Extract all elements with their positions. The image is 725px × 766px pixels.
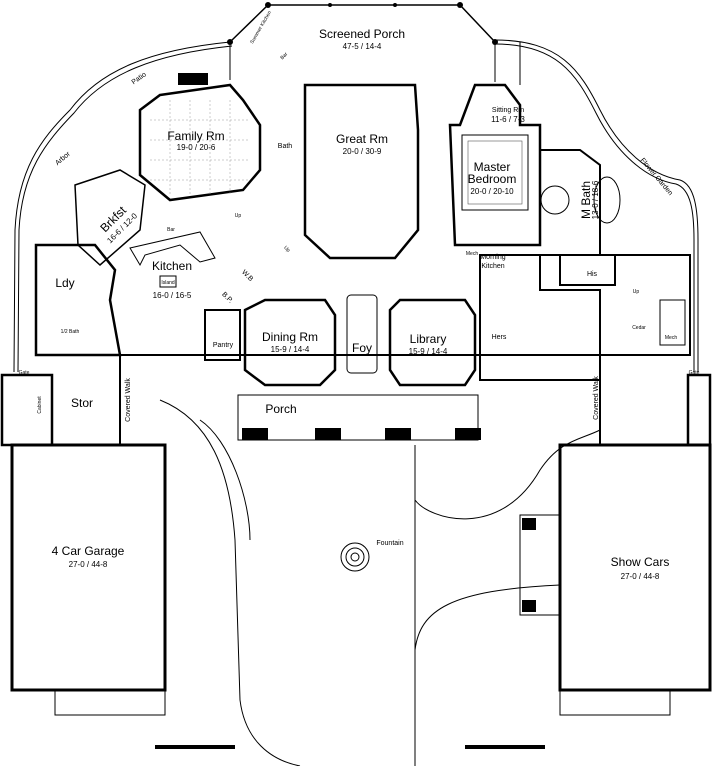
pantry-label: Pantry [213,342,234,349]
porch-bar-label: Bar [279,51,289,61]
island-label: Island [161,280,175,286]
morning-kitchen-label-2: Kitchen [481,263,504,270]
show-cars-label: Show Cars [611,555,670,569]
sitting-rm-dims: 11-6 / 7-3 [491,115,525,124]
porch-label: Porch [265,402,296,416]
morning-kitchen-label-1: Morning [480,254,505,261]
hers-label: Hers [492,334,507,341]
stor-label: Stor [71,396,93,410]
half-bath-label: 1/2 Bath [61,329,80,335]
family-rm-label: Family Rm [167,129,224,143]
show-cars-dims: 27-0 / 44-8 [621,572,660,581]
sitting-rm-label: Sitting Rm [492,107,524,114]
bath-label: Bath [278,143,293,150]
cabinet-label: Cabinet [37,396,43,414]
screened-porch-label: Screened Porch [319,27,405,41]
fountain-label: Fountain [376,540,403,547]
garage-dims: 27-0 / 44-8 [69,560,108,569]
gate-right-label: Gate [689,370,700,376]
cedar-label: Cedar [632,325,646,331]
mech-label: Mech [466,251,478,257]
house-walls [0,73,712,447]
summer-kitchen-label: Summer Kitchen [249,10,273,45]
ldy-label: Ldy [55,276,74,290]
covered-walk-left-label: Covered Walk [125,378,132,422]
foy-label: Foy [352,341,372,355]
library-label: Library [410,332,447,346]
m-bath-dims: 13-0 / 18-6 [591,180,600,219]
master-bedroom-label-1: Master [474,160,511,174]
kitchen-dims: 16-0 / 16-5 [153,291,192,300]
dining-rm-dims: 15-9 / 14-4 [271,345,310,354]
stair-up-label: Up [235,213,242,219]
screened-porch-dims: 47-5 / 14-4 [343,42,382,51]
great-rm-dims: 20-0 / 30-9 [343,147,382,156]
patio-label: Patio [131,71,148,86]
library-dims: 15-9 / 14-4 [409,347,448,356]
master-bedroom-dims: 20-0 / 20-10 [470,187,514,196]
m-bath-label: M Bath [579,181,593,219]
covered-walk-right-label: Covered Walk [593,376,600,420]
dining-rm-label: Dining Rm [262,330,318,344]
bp-label: B.P. [220,291,234,305]
gate-left-label: Gate [19,370,30,376]
site-outline [13,39,699,766]
stair-up-label: Up [633,289,640,295]
wb-label: W.B [240,269,254,283]
master-bedroom-label-2: Bedroom [468,172,517,186]
garage-walls [10,443,712,749]
fountain [340,542,370,572]
kitchen-label: Kitchen [152,259,192,273]
mech2-label: Mech [665,335,677,341]
arbor-label: Arbor [54,150,72,167]
kitchen-bar-label: Bar [167,227,175,233]
porch-columns [242,428,481,440]
family-rm-dims: 19-0 / 20-6 [177,143,216,152]
great-rm-label: Great Rm [336,132,388,146]
garage-label: 4 Car Garage [52,544,125,558]
screened-porch-walls [227,2,521,85]
his-label: His [587,271,598,278]
stair-up-label: Up [282,245,291,254]
